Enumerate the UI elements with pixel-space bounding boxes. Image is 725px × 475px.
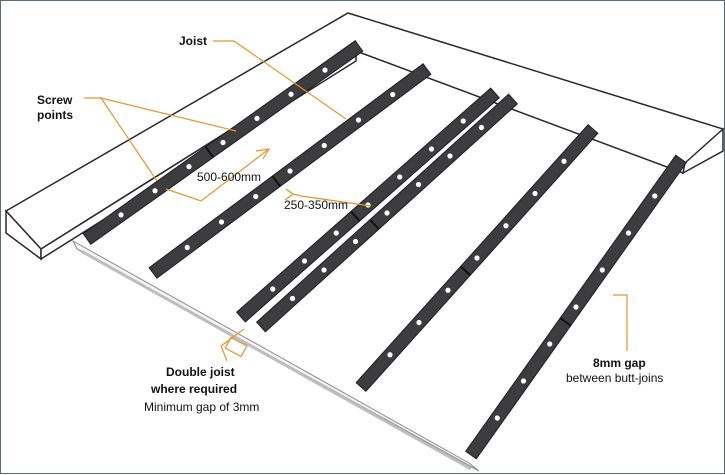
spacing-wide-label: 500-600mm — [197, 170, 261, 184]
screw-point — [384, 210, 390, 216]
gap-label-line1: 8mm gap — [593, 356, 646, 370]
screw-point — [289, 295, 296, 302]
screw-point — [333, 230, 339, 236]
screw-point — [460, 118, 466, 124]
screw-point — [301, 258, 308, 264]
screw-point — [397, 174, 403, 180]
screw-point — [253, 193, 259, 200]
screw-point — [287, 168, 293, 174]
callout-lines — [84, 40, 628, 362]
screw-point — [503, 223, 509, 229]
spacing-narrow-label: 250-350mm — [284, 198, 348, 212]
joist-label: Joist — [179, 34, 207, 48]
screw-point — [254, 115, 260, 121]
screw-point — [390, 91, 396, 98]
double-joist-label-line1: Double joist — [166, 365, 235, 379]
screw-point — [445, 287, 451, 293]
gap-label-line2: between butt-joins — [566, 371, 663, 385]
screw-point — [520, 378, 527, 384]
screw-point — [220, 139, 226, 146]
double-joist-label-line2: where required — [150, 382, 237, 396]
screw-points-label-line2: points — [37, 108, 73, 122]
screw-point — [322, 67, 328, 73]
screw-point — [494, 415, 500, 421]
screw-point — [625, 230, 632, 236]
screw-point — [447, 153, 453, 159]
screw-point — [288, 91, 294, 97]
screw-point — [415, 181, 422, 188]
screw-point — [321, 267, 327, 273]
screw-point — [352, 238, 359, 245]
butt-join-gap — [350, 210, 361, 222]
screw-point — [474, 255, 480, 261]
screw-point — [186, 164, 192, 170]
screw-point — [184, 244, 190, 251]
screw-point — [478, 124, 485, 131]
screw-point — [118, 212, 124, 218]
screw-point — [547, 341, 553, 347]
screw-point — [416, 319, 422, 326]
screw-points-label-line1: Screw — [37, 93, 73, 107]
butt-join-gap — [271, 175, 281, 188]
butt-join-gap — [369, 218, 380, 230]
joist-group — [82, 40, 687, 460]
screw-point — [321, 142, 327, 149]
screw-point — [355, 117, 362, 123]
front-bearer — [71, 239, 480, 472]
screw-point — [532, 190, 538, 197]
double-joist-label-line3: Minimum gap of 3mm — [144, 400, 259, 414]
butt-join-gap — [204, 146, 214, 159]
screw-point — [428, 146, 435, 152]
screw-point — [270, 286, 276, 292]
butt-join-gap — [559, 317, 572, 327]
screw-point — [218, 219, 225, 225]
screw-point — [652, 193, 658, 199]
screw-point — [387, 352, 393, 358]
screw-point — [152, 188, 158, 194]
screw-point — [573, 304, 579, 310]
labels: Joist Screw points 500-600mm 250-350mm D… — [37, 34, 663, 414]
butt-join-gap — [459, 265, 471, 276]
screw-point — [561, 158, 567, 164]
screw-point — [599, 267, 605, 273]
